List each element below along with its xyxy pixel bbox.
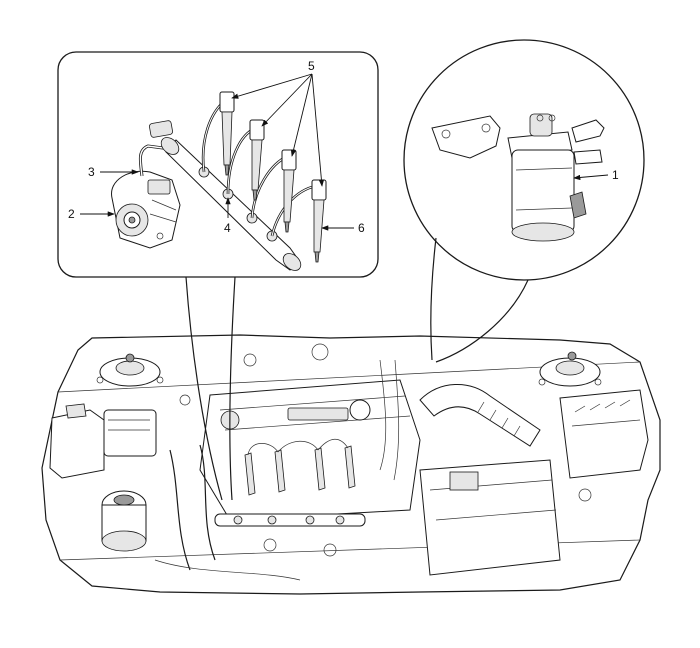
callout-5: 5 <box>308 59 315 73</box>
callout-6: 6 <box>358 221 365 235</box>
injector-detail-panel <box>57 51 379 278</box>
detail-panel-leader <box>185 276 223 501</box>
callout-2: 2 <box>68 207 75 221</box>
common-rail <box>149 120 302 271</box>
cylinder-head <box>199 379 421 521</box>
injector-3 <box>281 149 297 233</box>
callout-1: 1 <box>612 168 619 182</box>
filter-circle-leader <box>430 237 437 361</box>
high-pressure-pump <box>111 170 181 249</box>
brake-fluid-reservoir <box>101 490 147 552</box>
engine-common-rail <box>214 513 366 527</box>
callout-4: 4 <box>224 221 231 235</box>
air-cleaner-box <box>559 389 649 479</box>
intake-hose <box>419 384 541 447</box>
injector-1 <box>219 91 235 176</box>
fuel-filter <box>431 113 605 242</box>
injector-2 <box>249 119 265 201</box>
left-strut-tower <box>96 353 164 387</box>
engine-injector-row <box>244 438 356 496</box>
left-reservoirs <box>49 403 157 479</box>
right-strut-tower <box>538 351 602 387</box>
callout-leaders <box>80 73 609 231</box>
callout-3: 3 <box>88 165 95 179</box>
engine-bay-illustration <box>41 334 661 595</box>
battery-area <box>419 459 561 576</box>
